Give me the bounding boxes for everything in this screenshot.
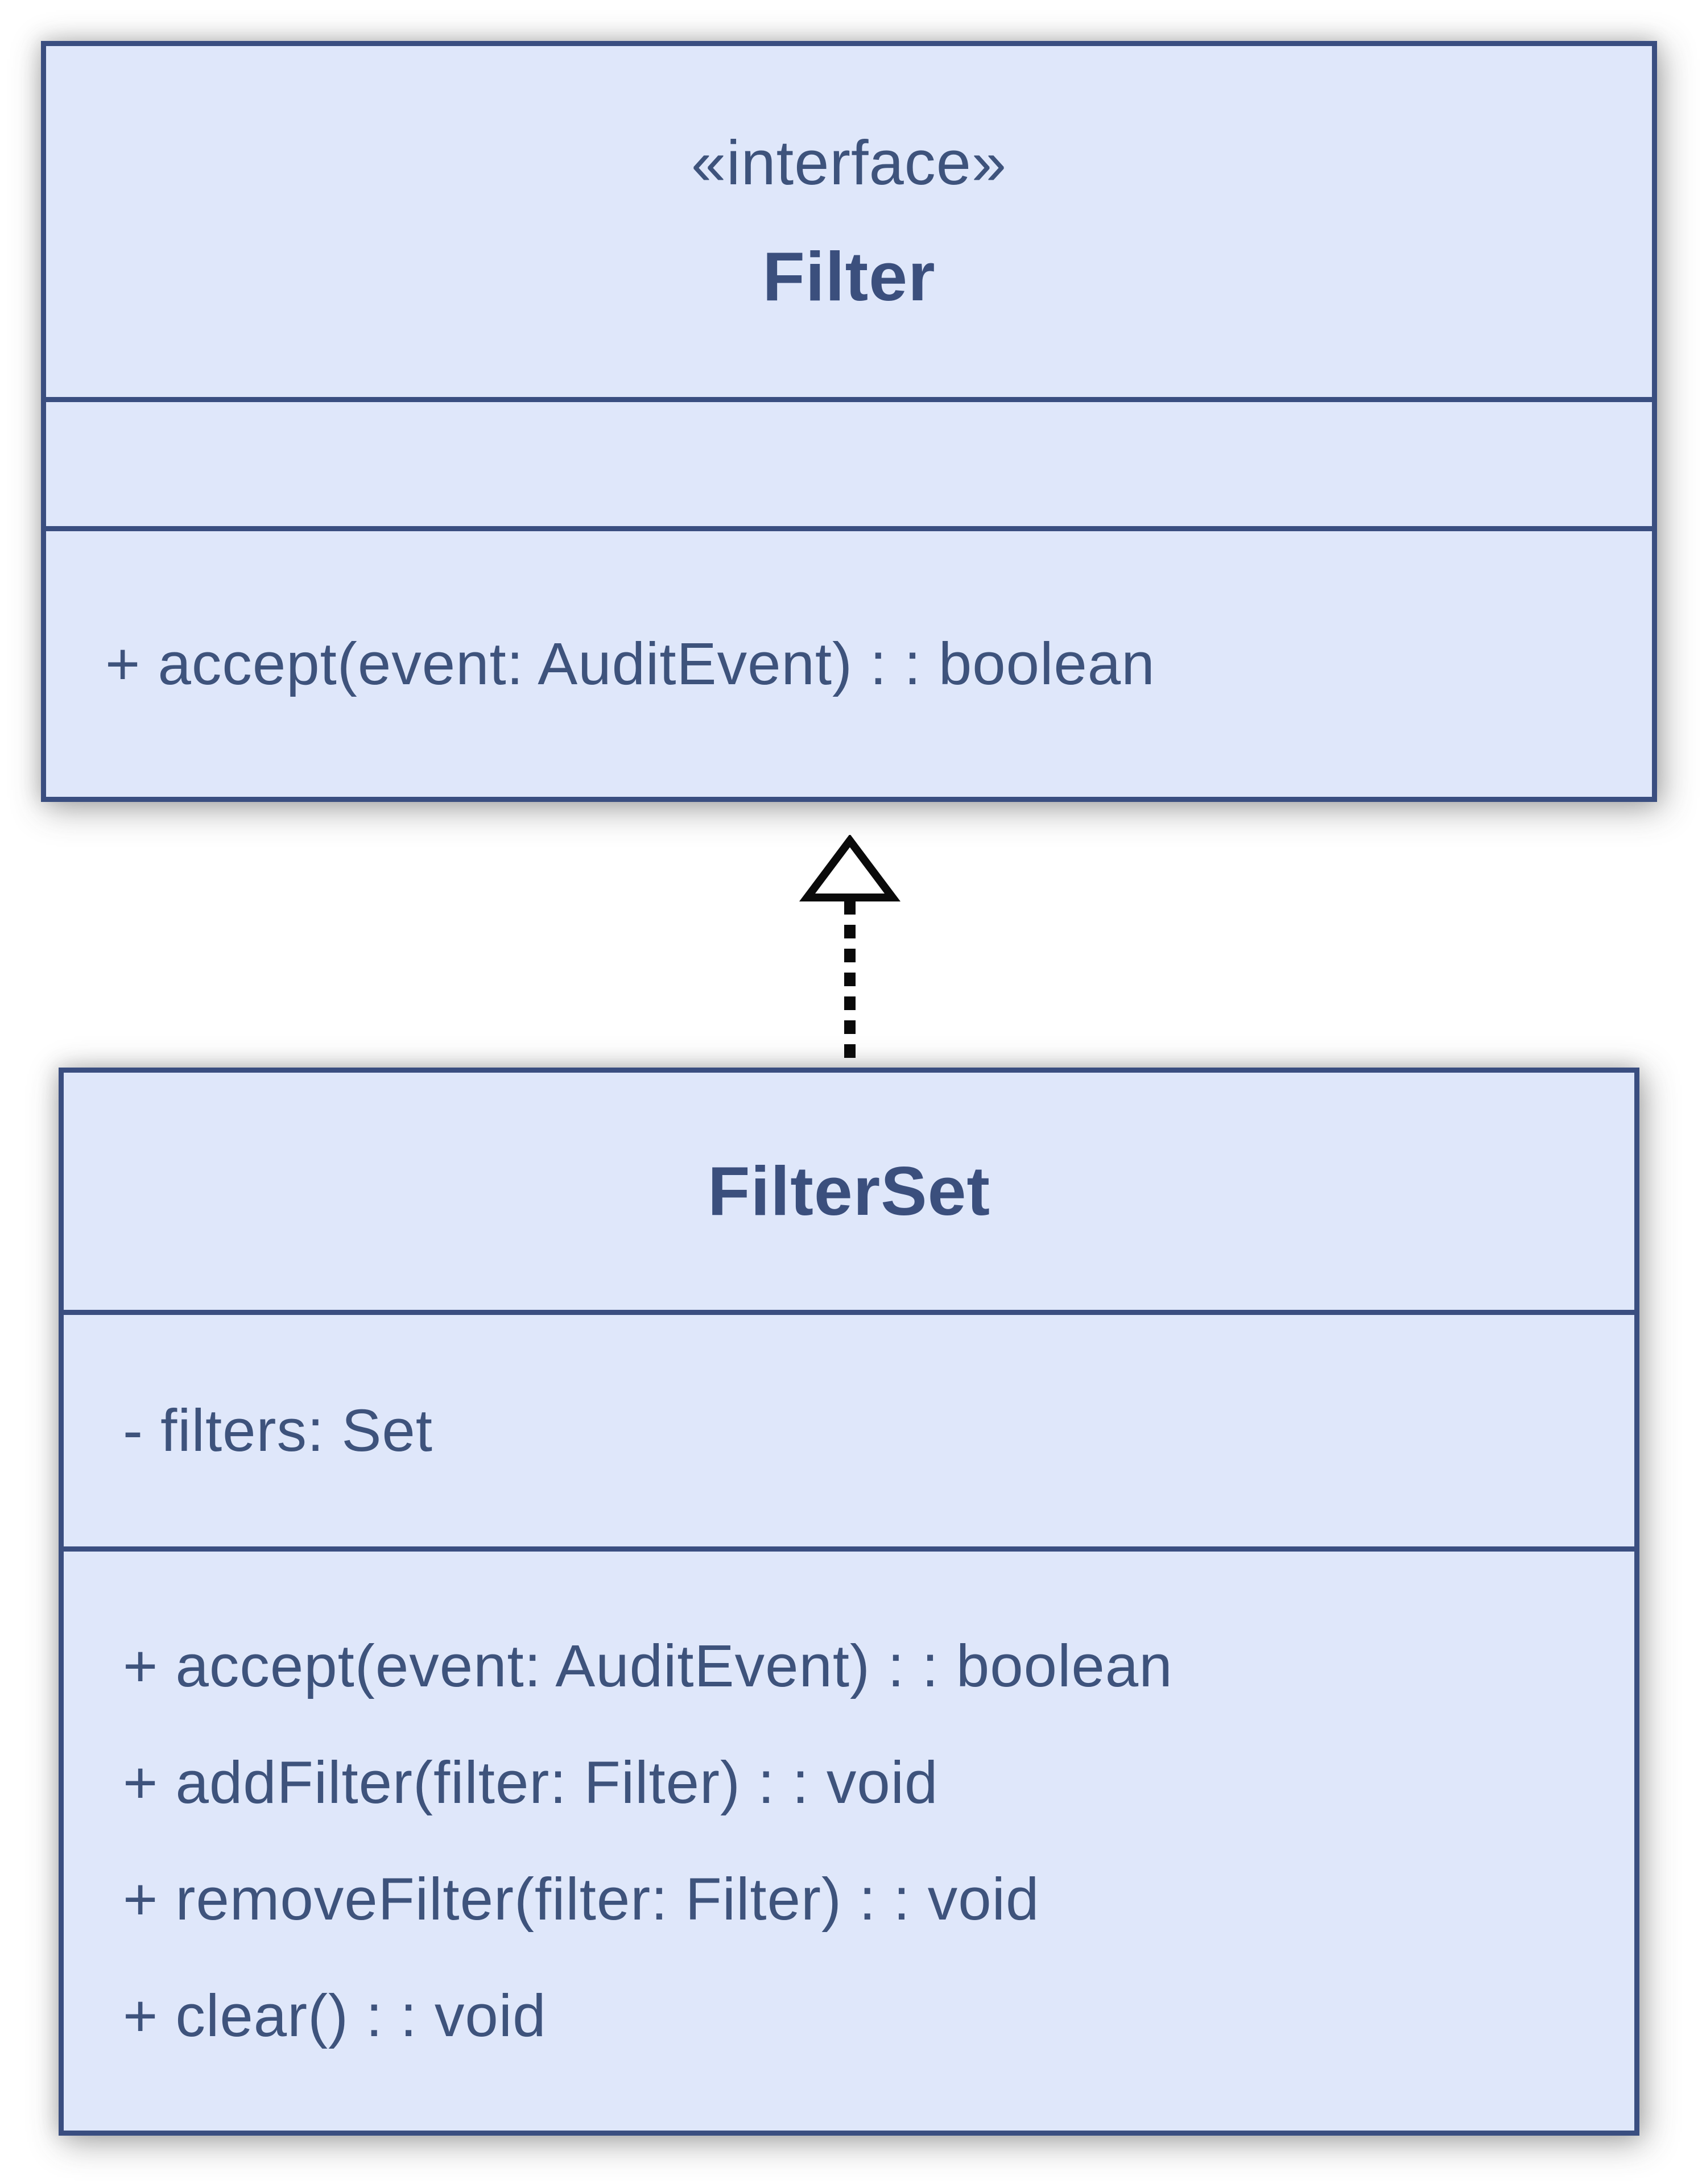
realization-arrow [799,835,900,1068]
compartment-divider [46,397,1652,402]
attribute-item: - filters: Set [123,1397,433,1464]
method-item: + accept(event: AuditEvent) : : boolean [123,1633,1173,1699]
method-item: + accept(event: AuditEvent) : : boolean [105,631,1155,697]
compartment-divider [64,1546,1634,1552]
method-item: + removeFilter(filter: Filter) : : void [123,1866,1040,1933]
method-item: + clear() : : void [123,1983,547,2049]
interface-class-name: Filter [762,237,936,315]
interface-attributes-compartment [46,402,1652,526]
filterset-methods-compartment: + accept(event: AuditEvent) : : boolean … [64,1552,1634,2131]
filterset-class-name: FilterSet [707,1152,991,1230]
interface-title-compartment: «interface» Filter [46,46,1652,397]
filterset-class-box: FilterSet - filters: Set + accept(event:… [59,1068,1639,2136]
hollow-triangle-arrowhead [799,835,900,901]
compartment-divider [46,526,1652,531]
compartment-divider [64,1310,1634,1315]
interface-filter-class-box: «interface» Filter + accept(event: Audit… [41,41,1657,802]
interface-methods-compartment: + accept(event: AuditEvent) : : boolean [46,531,1652,797]
filterset-title-compartment: FilterSet [64,1073,1634,1310]
method-item: + addFilter(filter: Filter) : : void [123,1749,939,1816]
filterset-attributes-compartment: - filters: Set [64,1315,1634,1546]
interface-stereotype: «interface» [691,127,1007,198]
